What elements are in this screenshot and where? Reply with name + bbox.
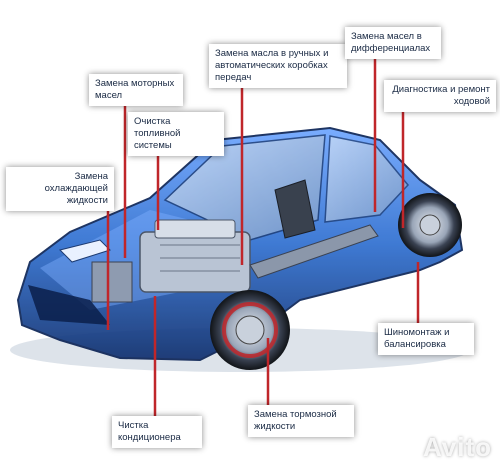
label-fuel-system-text: Очистка топливной системы [134, 116, 181, 151]
label-chassis-diag-text: Диагностика и ремонт ходовой [392, 84, 490, 107]
label-transmission-oil: Замена масла в ручных и автоматических к… [209, 44, 347, 88]
label-tires-text: Шиномонтаж и балансировка [384, 327, 450, 350]
label-ac-cleaning-text: Чистка кондиционера [118, 420, 181, 443]
label-fuel-system: Очистка топливной системы [128, 112, 224, 156]
headlight [59, 239, 111, 263]
label-coolant-text: Замена охлаждающей жидкости [44, 171, 108, 206]
label-brake-fluid-text: Замена тормозной жидкости [254, 409, 337, 432]
label-engine-oil: Замена моторных масел [89, 74, 183, 106]
label-differential-oil: Замена масел в дифференциалах [345, 27, 441, 59]
brake-caliper [222, 302, 278, 358]
engine-intake [154, 219, 236, 239]
drivetrain [249, 224, 379, 279]
label-differential-oil-text: Замена масел в дифференциалах [351, 31, 431, 54]
front-grille [28, 285, 110, 325]
label-tires: Шиномонтаж и балансировка [378, 323, 474, 355]
label-transmission-oil-text: Замена масла в ручных и автоматических к… [215, 48, 329, 83]
seat [274, 179, 316, 239]
radiator [91, 261, 133, 303]
engine-block [139, 231, 251, 293]
label-chassis-diag: Диагностика и ремонт ходовой [384, 80, 496, 112]
label-brake-fluid: Замена тормозной жидкости [248, 405, 354, 437]
avito-watermark: Avito [422, 432, 492, 462]
label-ac-cleaning: Чистка кондиционера [112, 416, 202, 448]
label-engine-oil-text: Замена моторных масел [95, 78, 175, 101]
label-coolant: Замена охлаждающей жидкости [6, 167, 114, 211]
side-window [324, 135, 409, 223]
